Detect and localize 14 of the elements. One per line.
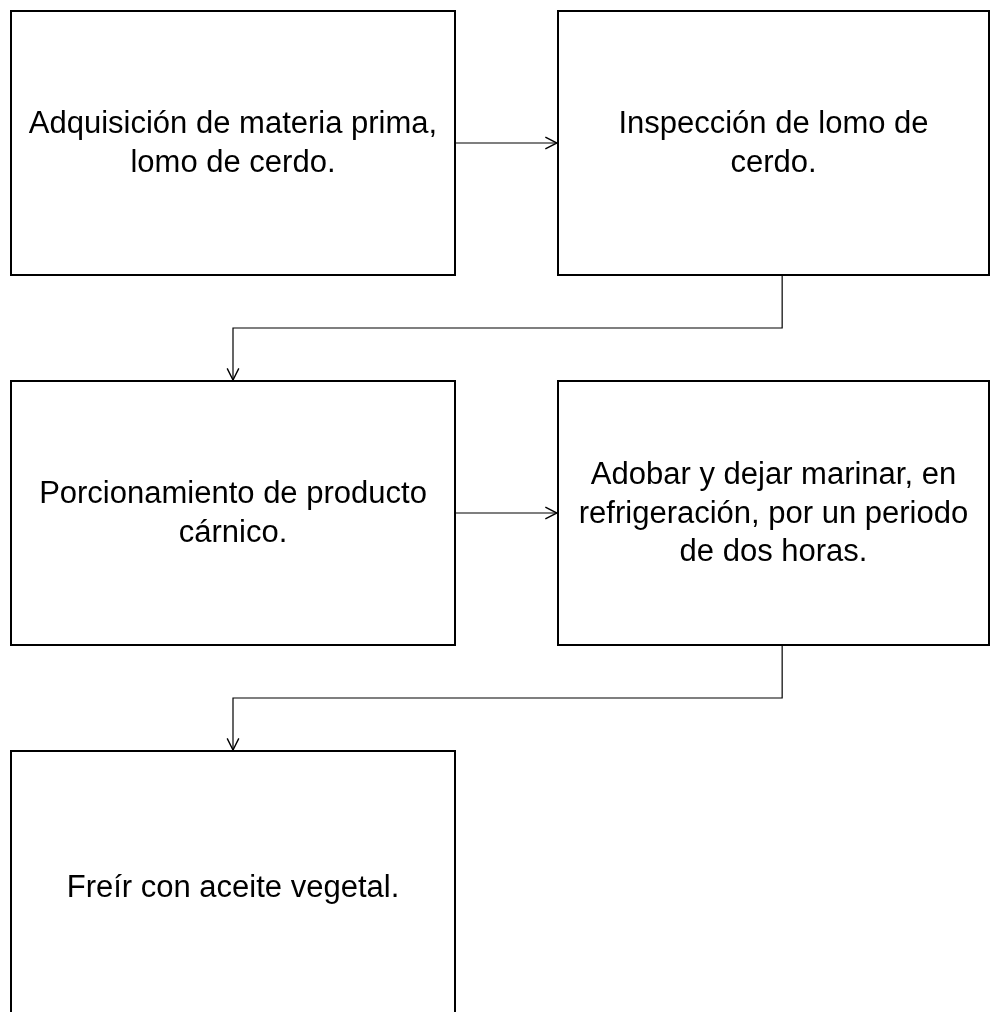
arrow bbox=[455, 136, 558, 150]
step-text: Freír con aceite vegetal. bbox=[66, 868, 400, 907]
process-box bbox=[557, 10, 990, 276]
step-text: Adquisición de materia prima, lomo de cerdo. bbox=[27, 104, 439, 181]
process-box bbox=[10, 380, 456, 646]
step-text: Inspección de lomo de cerdo. bbox=[617, 104, 930, 181]
arrow bbox=[455, 506, 558, 520]
process-box bbox=[557, 380, 990, 646]
arrow bbox=[226, 645, 783, 751]
process-box bbox=[10, 750, 456, 1012]
arrow bbox=[226, 275, 783, 381]
step-text: Adobar y dejar marinar, en refrigeración, por un periodo de dos horas. bbox=[577, 454, 970, 571]
process-box bbox=[10, 10, 456, 276]
step-text: Porcionamiento de producto cárnico. bbox=[38, 474, 428, 551]
